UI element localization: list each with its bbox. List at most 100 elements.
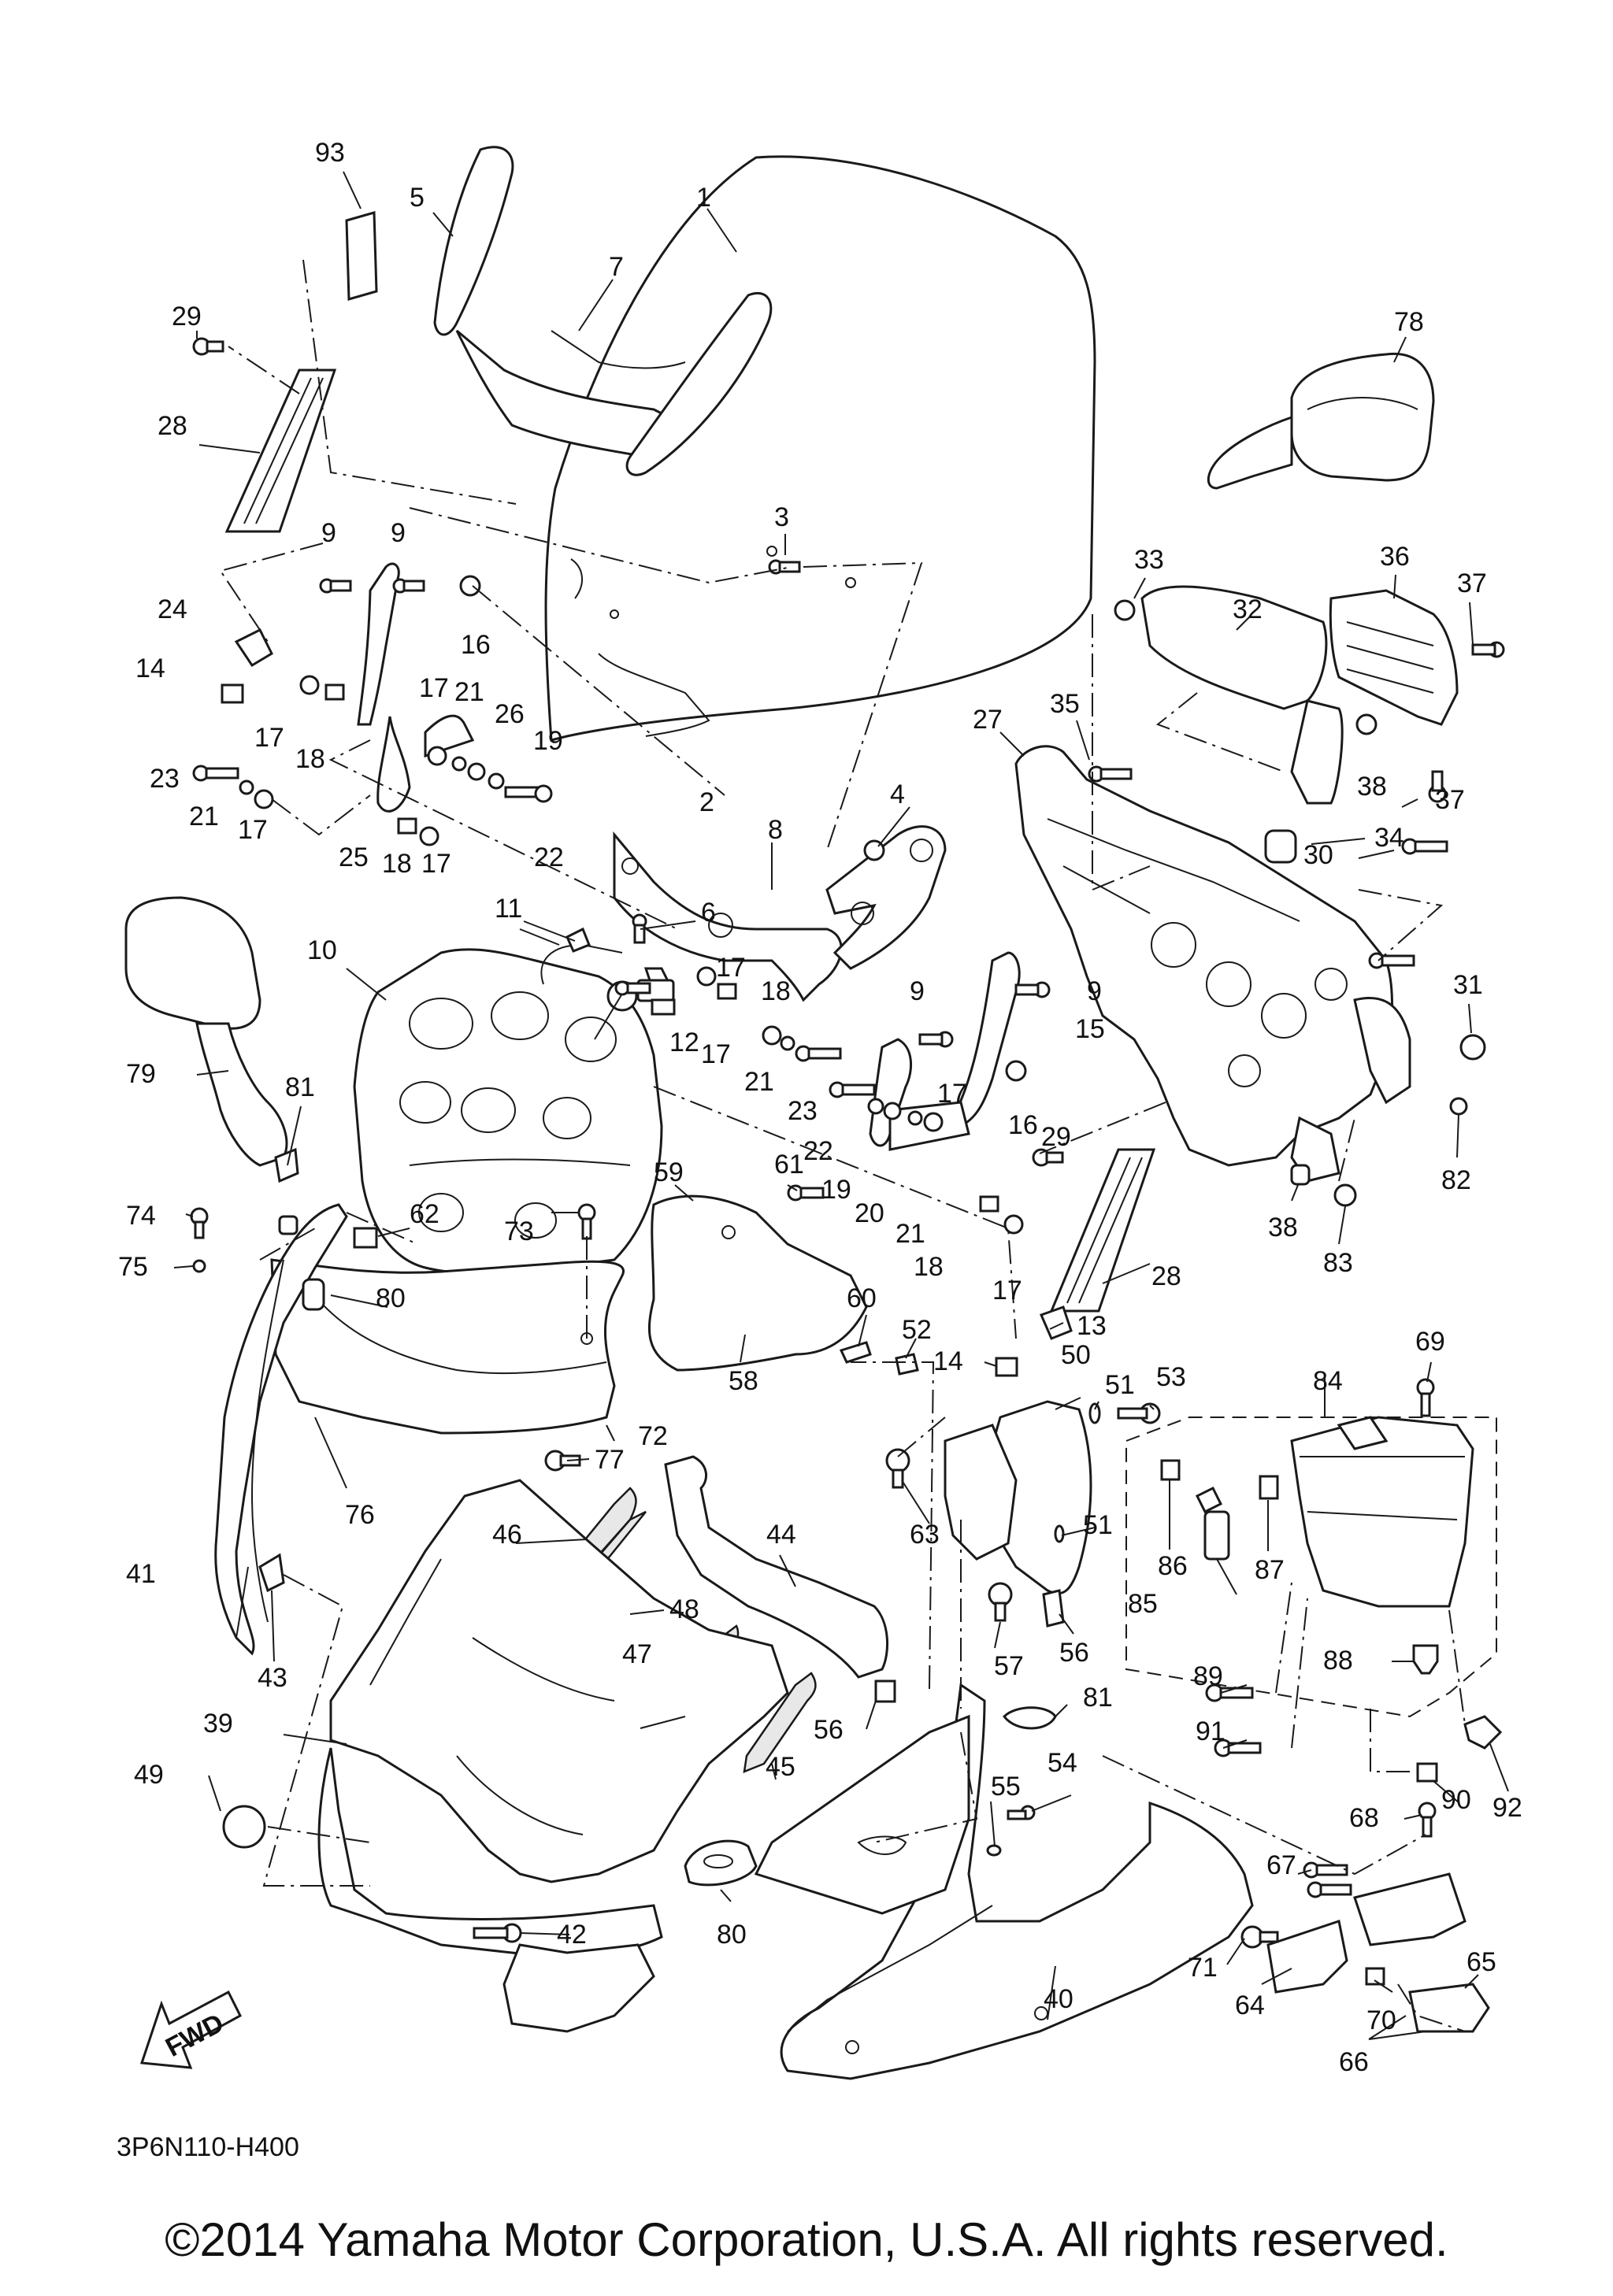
callout-83: 83 <box>1323 1248 1353 1278</box>
callout-16a: 16 <box>461 630 491 660</box>
screw-9b <box>392 578 425 594</box>
callout-65: 65 <box>1467 1947 1496 1977</box>
collar-17a <box>299 675 320 695</box>
inner-deflector <box>625 292 773 476</box>
callout-73: 73 <box>504 1217 534 1246</box>
screw-69 <box>1416 1378 1435 1417</box>
collar-18a <box>324 683 345 701</box>
wind-deflector-left <box>433 146 688 458</box>
diagram-code: 3P6N110-H400 <box>117 2132 299 2162</box>
grommet-88 <box>1412 1644 1439 1675</box>
callout-11: 11 <box>495 894 522 924</box>
side-panel-72 <box>270 1258 625 1435</box>
callout-74: 74 <box>126 1201 156 1231</box>
callout-42: 42 <box>557 1920 587 1950</box>
callout-9b: 9 <box>391 518 406 548</box>
callout-9a: 9 <box>321 518 336 548</box>
callout-22b: 22 <box>803 1136 833 1166</box>
callout-33: 33 <box>1134 545 1164 575</box>
callout-23a: 23 <box>150 764 180 794</box>
clip-60 <box>839 1341 872 1364</box>
callout-numbers: 93 5 1 7 29 78 28 3 9 9 33 36 37 32 16 2… <box>118 138 1522 2077</box>
washer-51b <box>1054 1524 1065 1543</box>
bolt-67a <box>1303 1861 1348 1879</box>
collar-17e <box>696 966 717 987</box>
callout-13: 13 <box>1077 1311 1107 1341</box>
screw-61 <box>787 1184 825 1202</box>
nut-83 <box>1333 1183 1357 1207</box>
callout-47: 47 <box>622 1639 652 1669</box>
clip-56b <box>874 1679 896 1703</box>
callout-31: 31 <box>1453 970 1483 1000</box>
callout-29b: 29 <box>1041 1122 1071 1152</box>
callout-82: 82 <box>1441 1165 1471 1195</box>
callout-30: 30 <box>1303 840 1333 870</box>
screw-42 <box>473 1923 522 1943</box>
callout-29a: 29 <box>172 302 202 331</box>
nut-31 <box>1459 1034 1486 1061</box>
callout-52: 52 <box>902 1315 932 1345</box>
callout-18c: 18 <box>761 976 791 1006</box>
callout-46: 46 <box>492 1520 522 1550</box>
callout-70: 70 <box>1366 2005 1396 2035</box>
callout-17c: 17 <box>238 815 268 845</box>
callout-19b: 19 <box>821 1175 851 1205</box>
collar-19b <box>867 1098 884 1115</box>
callout-49: 49 <box>134 1760 164 1790</box>
callout-36: 36 <box>1380 542 1410 572</box>
bolt-91 <box>1214 1739 1262 1757</box>
callout-40: 40 <box>1044 1984 1073 2014</box>
label-plate <box>345 211 378 301</box>
callout-14b: 14 <box>933 1346 963 1376</box>
clip-87 <box>1259 1475 1279 1500</box>
callout-25: 25 <box>339 842 369 872</box>
washer-81b <box>1003 1706 1057 1730</box>
clip-14b <box>995 1357 1018 1377</box>
side-rail-left <box>224 368 337 533</box>
callout-44: 44 <box>766 1520 796 1550</box>
callout-18b: 18 <box>382 849 412 879</box>
callout-81a: 81 <box>285 1072 315 1102</box>
callout-5: 5 <box>410 183 425 213</box>
grommet-49 <box>222 1805 266 1849</box>
grommet-16b <box>1005 1060 1027 1082</box>
callout-79: 79 <box>126 1059 156 1089</box>
front-cowl-39 <box>317 1479 789 2033</box>
callout-72: 72 <box>638 1421 668 1451</box>
callout-17h: 17 <box>992 1276 1022 1305</box>
grommet-38b <box>1290 1164 1311 1186</box>
clip-14a <box>221 683 244 704</box>
washer-81a <box>278 1215 298 1235</box>
callout-51b: 51 <box>1083 1510 1113 1540</box>
grommet-38a <box>1355 713 1378 735</box>
inner-cowl-50 <box>944 1400 1092 1595</box>
duct-cover-36 <box>1329 589 1459 726</box>
callout-18d: 18 <box>914 1252 944 1282</box>
copyright-notice: ©2014 Yamaha Motor Corporation, U.S.A. A… <box>165 2213 1448 2266</box>
callout-35: 35 <box>1050 689 1080 719</box>
callout-2: 2 <box>699 787 714 817</box>
callout-57: 57 <box>994 1651 1024 1681</box>
callout-17a: 17 <box>254 723 284 753</box>
callout-51a: 51 <box>1105 1370 1135 1400</box>
callout-56a: 56 <box>1059 1638 1089 1668</box>
callout-4: 4 <box>890 780 905 809</box>
callout-24: 24 <box>158 594 187 624</box>
screw-37b <box>1428 770 1447 803</box>
callout-58: 58 <box>729 1366 758 1396</box>
callout-10: 10 <box>307 935 337 965</box>
bolt-22b <box>829 1081 876 1098</box>
callout-76: 76 <box>345 1500 375 1530</box>
bolt-23a <box>192 765 239 782</box>
callout-34: 34 <box>1374 823 1404 853</box>
screw-6 <box>632 913 647 944</box>
callout-80a: 80 <box>376 1283 406 1313</box>
callout-38b: 38 <box>1268 1213 1298 1242</box>
collar-17b <box>427 746 447 766</box>
callout-88: 88 <box>1323 1646 1353 1676</box>
bolt-9d <box>918 1031 954 1048</box>
clip-92 <box>1463 1715 1503 1750</box>
callout-63: 63 <box>910 1520 940 1550</box>
callout-8: 8 <box>768 815 783 845</box>
callout-77: 77 <box>595 1445 625 1475</box>
